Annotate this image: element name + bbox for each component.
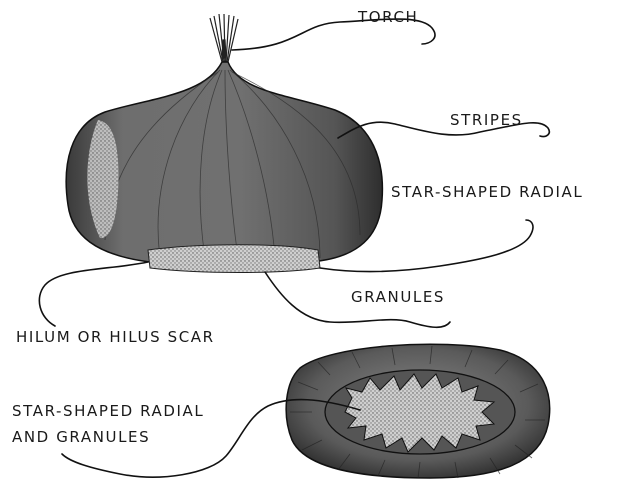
label-stripes: STRIPES bbox=[450, 113, 523, 128]
label-hilum: HILUM OR HILUS SCAR bbox=[16, 330, 215, 345]
chestnut-side-view bbox=[66, 14, 382, 273]
label-granules: GRANULES bbox=[351, 290, 445, 305]
hilum-granules bbox=[148, 245, 320, 273]
label-torch: TORCH bbox=[358, 10, 418, 25]
label-star-shaped-radial: STAR-SHAPED RADIAL bbox=[391, 185, 583, 200]
label-star-radial-granules-line2: AND GRANULES bbox=[12, 430, 150, 445]
leader-hilum bbox=[39, 262, 148, 326]
chestnut-bottom-view bbox=[286, 344, 549, 478]
label-star-radial-granules-line1: STAR-SHAPED RADIAL bbox=[12, 404, 204, 419]
torch-tuft bbox=[210, 14, 238, 62]
